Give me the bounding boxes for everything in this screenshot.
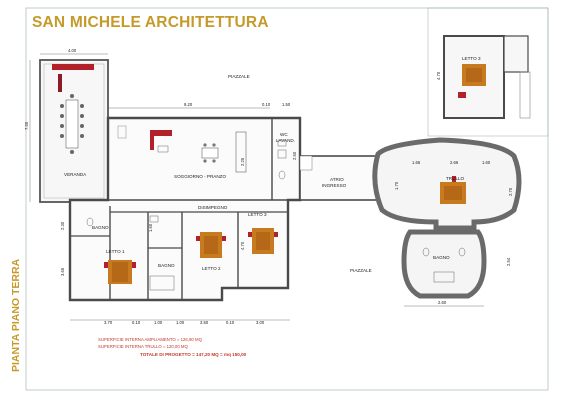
- bed-letto2: [196, 232, 226, 258]
- dim-3-00: 3.00: [256, 320, 265, 325]
- main-house: [68, 116, 302, 302]
- label-veranda: VERANDA: [64, 172, 87, 177]
- dim-1-00a: 1.00: [154, 320, 163, 325]
- dim-2-60: 2.60: [438, 300, 447, 305]
- label-bagno-left: BAGNO: [92, 225, 109, 230]
- dim-2-25: 2.25: [240, 157, 245, 166]
- bed-letto1: [104, 260, 136, 284]
- label-bagno-mid: BAGNO: [158, 263, 175, 268]
- label-piazzale-right: PIAZZALE: [350, 268, 372, 273]
- dim-4-70a: 4.70: [240, 241, 245, 250]
- bagno-fixtures: [86, 215, 175, 291]
- dim-2-54: 2.54: [506, 257, 511, 266]
- summary-line-1: SUPERFICIE INTERNA AMPLIAMENTO = 126,90 …: [98, 337, 203, 342]
- dim-2-70: 2.70: [508, 187, 513, 196]
- veranda-sofa: [52, 64, 94, 70]
- dim-2-66: 2.66: [450, 160, 459, 165]
- summary-line-2: SUPERFICIE INTERNA TRULLO = 120,00 MQ: [98, 344, 188, 349]
- inset-frame: [427, 7, 549, 137]
- label-disimpegno: DISIMPEGNO: [198, 205, 228, 210]
- label-bagno-trullo: BAGNO: [433, 255, 450, 260]
- dim-1-60b: 1.60: [482, 160, 491, 165]
- sheet-border: [25, 7, 549, 391]
- dim-1-66: 1.66: [412, 160, 421, 165]
- bed-letto3-main: [248, 228, 278, 254]
- dim-0-10a: 0.10: [262, 102, 271, 107]
- dim-0-10b: 0.10: [132, 320, 141, 325]
- page-title: SAN MICHELE ARCHITETTURA: [32, 14, 269, 31]
- dim-0-10c: 0.10: [226, 320, 235, 325]
- soggiorno-furniture: [117, 125, 287, 180]
- label-soggiorno: SOGGIORNO - PRANZO: [174, 174, 226, 179]
- dim-1-60: 1.60: [148, 223, 153, 232]
- dim-7-50: 7.50: [24, 121, 29, 130]
- label-letto3: LETTO 3: [248, 212, 267, 217]
- label-trullo: TRULLO: [446, 176, 465, 181]
- dim-2-50: 2.50: [292, 151, 297, 160]
- veranda-table: [65, 99, 79, 149]
- dim-4-70b: 4.70: [436, 71, 441, 80]
- trullo-fixtures: [422, 247, 466, 283]
- label-wc: WC: [280, 132, 288, 137]
- label-atrio: ATRIO: [330, 177, 344, 182]
- dimension-lines: [29, 53, 484, 321]
- dim-1-50: 1.50: [282, 102, 291, 107]
- label-letto1: LETTO 1: [106, 249, 125, 254]
- label-letto2: LETTO 2: [202, 266, 221, 271]
- dim-1-00b: 1.00: [176, 320, 185, 325]
- label-piazzale-top: PIAZZALE: [228, 74, 250, 79]
- dim-1-70: 1.70: [394, 181, 399, 190]
- dim-9-20: 9.20: [184, 102, 193, 107]
- bed-trullo: [440, 176, 466, 204]
- label-letto3-inset: LETTO 3: [462, 56, 481, 61]
- dim-3-70: 3.70: [104, 320, 113, 325]
- label-lavand: LAVAND.: [276, 138, 295, 143]
- trullo-block: [372, 137, 522, 299]
- dim-3-50: 3.50: [200, 320, 209, 325]
- dim-2-30: 2.30: [60, 221, 65, 230]
- atrio-corridor: [299, 155, 379, 201]
- summary-total: TOTALE DI PROGETTO = 147,20 MQ = mq 150,…: [140, 352, 247, 357]
- label-ingresso: INGRESSO: [322, 183, 347, 188]
- dim-4-00: 4.00: [68, 48, 77, 53]
- veranda-block: [39, 59, 109, 203]
- inset-letto3: [443, 35, 531, 119]
- bed-inset: [458, 64, 486, 98]
- dim-3-65: 3.65: [60, 267, 65, 276]
